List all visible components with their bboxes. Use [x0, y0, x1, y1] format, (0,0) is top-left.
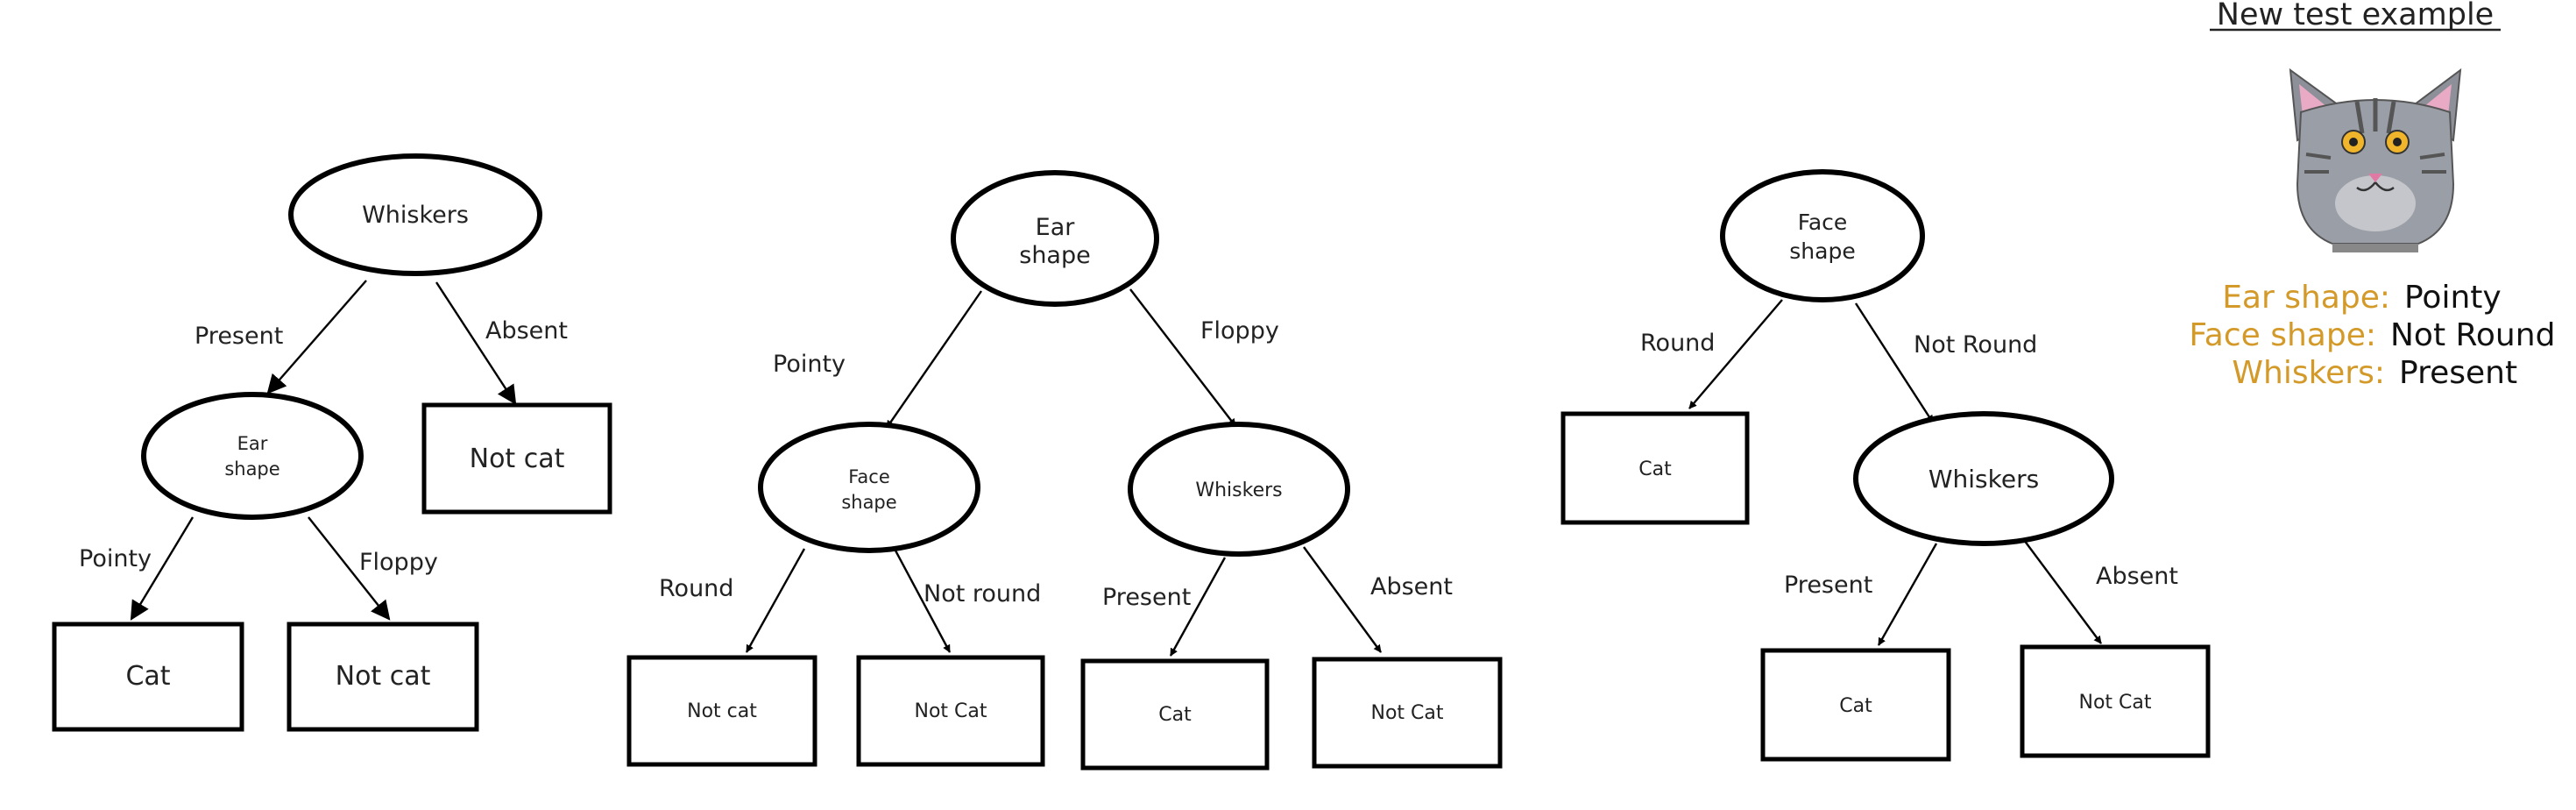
- edge: [1854, 302, 1935, 423]
- feature-key: Ear shape:: [2222, 280, 2390, 316]
- edge-label: Floppy: [1200, 317, 1279, 345]
- edge-label: Round: [659, 575, 733, 602]
- leaf-label: Cat: [1638, 458, 1672, 480]
- tree-node: [1853, 411, 2114, 546]
- edge-label: Not Round: [1914, 331, 2037, 359]
- edge-label: Present: [195, 323, 283, 350]
- leaf-node: [2020, 644, 2211, 758]
- feature-row: Face shape:: [2189, 317, 2376, 353]
- leaf-node: [421, 402, 612, 515]
- leaf-node: [856, 655, 1045, 767]
- leaf-label: Not cat: [336, 661, 431, 692]
- leaf-label: Cat: [1839, 695, 1872, 717]
- edge: [886, 290, 982, 429]
- node-label: Ear: [1036, 214, 1076, 241]
- edge: [745, 548, 806, 653]
- feature-value: Pointy: [2404, 280, 2502, 316]
- edge: [1169, 557, 1227, 657]
- edge: [894, 550, 952, 653]
- edge-label: Absent: [485, 317, 568, 345]
- leaf-label: Cat: [125, 661, 170, 692]
- feature-key: Face shape:: [2189, 317, 2376, 353]
- leaf-node: [1760, 648, 1951, 762]
- leaf-node: [1560, 411, 1750, 525]
- edge: [2023, 539, 2102, 644]
- edge: [1129, 288, 1236, 427]
- leaf-label: Not Cat: [1370, 702, 1443, 724]
- tree-node: [141, 392, 364, 520]
- node-label: Face: [848, 466, 890, 487]
- tree-node: [288, 153, 542, 276]
- node-label: Whiskers: [1195, 480, 1282, 501]
- edge-label: Floppy: [359, 549, 438, 576]
- node-label: Whiskers: [1928, 465, 2039, 494]
- node-label: Ear: [237, 433, 268, 454]
- edge-label: Pointy: [79, 545, 152, 572]
- test-example-title: New test example: [2217, 0, 2494, 32]
- cat-face-icon: [2289, 68, 2462, 252]
- node-label: Whiskers: [362, 202, 469, 229]
- tree-3: Face shape Round Not Round Whiskers Pres…: [1560, 169, 2211, 762]
- edge-label: Pointy: [773, 351, 846, 378]
- edge-label: Absent: [2096, 563, 2178, 590]
- node-label: shape: [1019, 242, 1090, 269]
- node-label: shape: [841, 492, 896, 513]
- leaf-label: Not Cat: [914, 700, 987, 722]
- edge: [1877, 543, 1938, 646]
- leaf-node: [1080, 658, 1270, 771]
- leaf-node: [1312, 657, 1503, 769]
- feature-value: Not Round: [2390, 317, 2555, 353]
- edge-label: Absent: [1370, 573, 1453, 600]
- tree-node: [951, 170, 1159, 307]
- leaf-node: [52, 622, 244, 732]
- feature-row: Ear shape:: [2222, 280, 2390, 316]
- leaf-label: Not cat: [687, 700, 757, 722]
- node-label: shape: [1789, 238, 1855, 264]
- edge: [130, 516, 195, 621]
- edge: [308, 516, 391, 621]
- leaf-node: [626, 655, 817, 767]
- tree-2: Ear shape Pointy Floppy Face shape Whisk…: [626, 170, 1503, 771]
- test-example-panel: New test example: [2189, 0, 2555, 391]
- edge-label: Present: [1102, 584, 1191, 611]
- node-label: shape: [224, 458, 280, 480]
- tree-node: [1720, 169, 1925, 302]
- leaf-label: Not Cat: [2078, 692, 2151, 714]
- edge: [1688, 299, 1783, 409]
- node-label: Face: [1798, 210, 1848, 235]
- edge-label: Not round: [924, 580, 1041, 608]
- edge: [1303, 546, 1382, 653]
- leaf-label: Cat: [1158, 704, 1192, 726]
- edge-label: Round: [1640, 330, 1715, 357]
- feature-value: Present: [2399, 355, 2517, 391]
- feature-key: Whiskers:: [2232, 355, 2385, 391]
- leaf-node: [287, 622, 479, 732]
- tree-node: [758, 422, 980, 553]
- edge: [266, 280, 367, 394]
- edge-label: Present: [1784, 572, 1872, 599]
- edge: [435, 281, 517, 405]
- tree-node: [1128, 422, 1350, 557]
- feature-row: Whiskers:: [2232, 355, 2385, 391]
- tree-1: Whiskers Present Absent Ear shape Pointy…: [52, 153, 612, 732]
- leaf-label: Not cat: [470, 444, 565, 474]
